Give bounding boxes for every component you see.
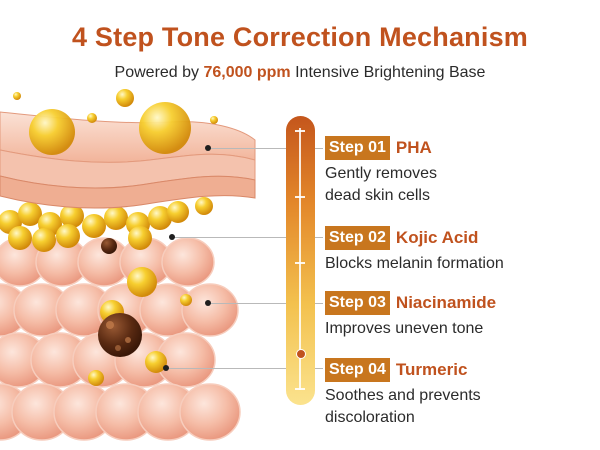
- step-3-description: Improves uneven tone: [325, 320, 484, 337]
- step-2: Step 02 Kojic Acid Blocks melanin format…: [325, 226, 504, 275]
- pha-droplet: [32, 228, 56, 252]
- leader-line-step-1: [208, 148, 323, 149]
- leader-line-step-3: [208, 303, 323, 304]
- step-2-description: Blocks melanin formation: [325, 255, 504, 272]
- leader-dot-step-2: [169, 234, 175, 240]
- pha-droplet: [82, 214, 106, 238]
- step-1: Step 01 PHA Gently removes dead skin cel…: [325, 136, 437, 207]
- step-1-name: PHA: [395, 138, 432, 157]
- bar-tick: [295, 130, 305, 132]
- step-3-name: Niacinamide: [395, 293, 497, 312]
- subtitle-highlight: 76,000 ppm: [203, 64, 291, 81]
- skin-cell: [179, 383, 241, 441]
- skin-sheet-3: [0, 175, 256, 209]
- pha-droplet: [8, 226, 32, 250]
- page-subtitle: Powered by 76,000 ppm Intensive Brighten…: [0, 64, 600, 82]
- pha-droplet: [104, 206, 128, 230]
- subtitle-suffix: Intensive Brightening Base: [295, 64, 486, 81]
- bar-tick: [295, 388, 305, 390]
- pha-droplets-layer: [0, 202, 172, 252]
- leader-dot-step-4: [163, 365, 169, 371]
- step-4-badge: Step 04: [325, 358, 390, 382]
- bar-center-line: [299, 128, 301, 390]
- leader-dot-step-3: [205, 300, 211, 306]
- bar-marker-dot: [296, 349, 306, 359]
- leader-line-step-4: [166, 368, 323, 369]
- page-title: 4 Step Tone Correction Mechanism: [72, 22, 528, 52]
- pha-droplet: [60, 204, 84, 228]
- melanin-granules: [98, 238, 142, 357]
- pha-droplet: [148, 206, 172, 230]
- step-1-description: Gently removes dead skin cells: [325, 165, 438, 204]
- pha-droplet: [128, 226, 152, 250]
- step-2-badge: Step 02: [325, 226, 390, 250]
- step-2-name: Kojic Acid: [395, 228, 479, 247]
- step-3-badge: Step 03: [325, 291, 390, 315]
- pha-droplet: [56, 224, 80, 248]
- step-3: Step 03 Niacinamide Improves uneven tone: [325, 291, 496, 340]
- subtitle-prefix: Powered by: [114, 64, 200, 81]
- leader-dot-step-1: [205, 145, 211, 151]
- pha-droplet: [18, 202, 42, 226]
- step-4: Step 04 Turmeric Soothes and prevents di…: [325, 358, 481, 429]
- step-4-name: Turmeric: [395, 360, 468, 379]
- bar-tick: [295, 262, 305, 264]
- skin-cell: [181, 283, 239, 337]
- floating-gold-droplets: [13, 89, 218, 386]
- leader-line-step-2: [172, 237, 323, 238]
- skin-cell: [161, 237, 215, 287]
- step-1-badge: Step 01: [325, 136, 390, 160]
- bar-tick: [295, 196, 305, 198]
- step-4-description: Soothes and prevents discoloration: [325, 387, 481, 426]
